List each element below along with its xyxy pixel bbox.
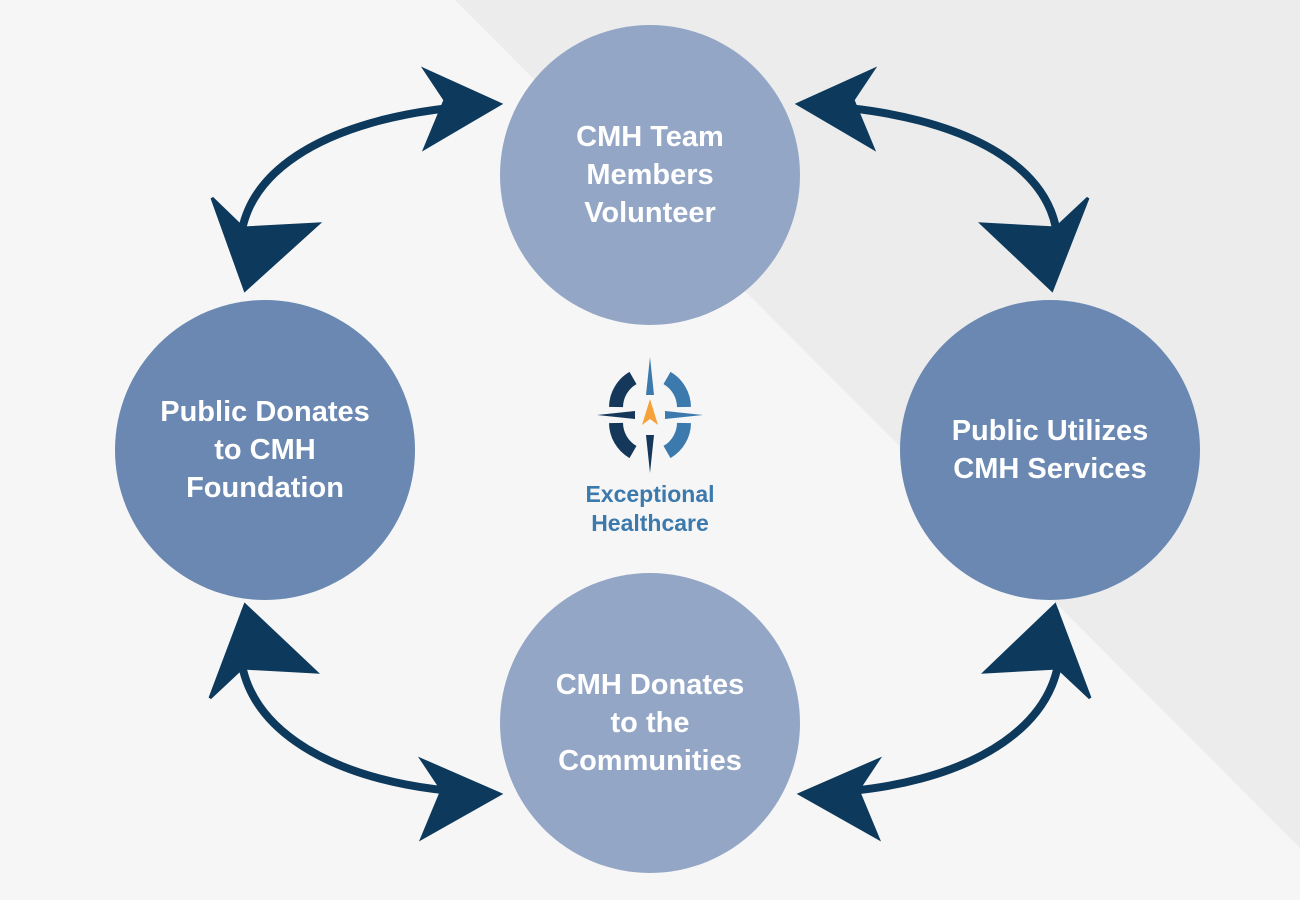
node-team-members-volunteer: CMH Team Members Volunteer (500, 25, 800, 325)
logo-line-2: Healthcare (591, 510, 709, 536)
arrowhead-bottom-right (796, 756, 883, 842)
compass-icon (597, 357, 703, 473)
arrowhead-top-right (794, 66, 878, 152)
arrowhead-left-bottom (208, 602, 321, 700)
arrowhead-bottom-left (417, 756, 504, 842)
logo-wordmark: Exceptional Healthcare (560, 480, 740, 538)
arrowhead-top-left (420, 66, 504, 152)
node-public-utilizes-services: Public Utilizes CMH Services (900, 300, 1200, 600)
arrowhead-left-top (210, 196, 323, 293)
node-label: CMH Team Members Volunteer (576, 121, 724, 229)
node-label: CMH Donates to the Communities (555, 669, 745, 777)
node-cmh-donates-communities: CMH Donates to the Communities (500, 573, 800, 873)
arrowhead-right-bottom (981, 602, 1092, 700)
exceptional-healthcare-logo: Exceptional Healthcare (560, 355, 740, 545)
node-public-donates-foundation: Public Donates to CMH Foundation (115, 300, 415, 600)
node-label: Public Donates to CMH Foundation (160, 396, 370, 504)
arrowhead-right-top (977, 196, 1090, 293)
node-label: Public Utilizes CMH Services (951, 415, 1149, 485)
logo-line-1: Exceptional (585, 481, 715, 507)
